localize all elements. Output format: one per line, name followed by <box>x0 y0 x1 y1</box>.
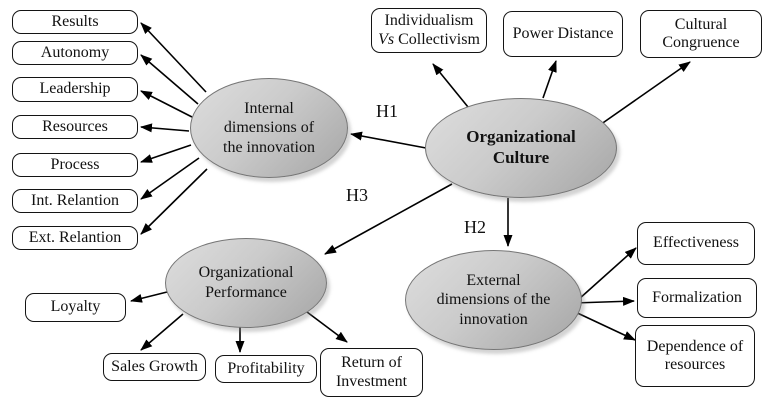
ellipse-performance-line1: Organizational <box>198 264 294 282</box>
arrow-internal-to-results <box>140 22 207 93</box>
box-cultural-congruence: Cultural Congruence <box>640 10 762 58</box>
ellipse-internal-line2: dimensions of <box>223 119 315 137</box>
box-sales-growth: Sales Growth <box>103 353 206 381</box>
box-int-relation: Int. Relantion <box>12 189 138 213</box>
box-dependence-of-resources: Dependence of resources <box>635 325 755 387</box>
box-effectiveness: Effectiveness <box>637 222 755 265</box>
box-dependence-line2: resources <box>664 356 726 373</box>
arrow-internal-to-ext-relation <box>140 168 208 235</box>
box-effectiveness-label: Effectiveness <box>653 234 739 252</box>
arrow-external-to-effectiveness <box>578 247 637 300</box>
box-process-label: Process <box>50 155 100 173</box>
ellipse-organizational-performance: Organizational Performance <box>165 238 327 328</box>
arrow-internal-to-resources <box>140 123 190 133</box>
box-resources: Resources <box>12 115 138 139</box>
box-leadership: Leadership <box>12 77 138 102</box>
arrow-internal-to-int-relation <box>140 157 200 200</box>
arrow-external-to-dependence <box>570 309 636 341</box>
box-profitability: Profitability <box>215 355 317 383</box>
arrow-performance-to-return <box>302 308 348 343</box>
box-return-line2: Investment <box>335 372 408 390</box>
arrow-culture-to-power-distance <box>542 60 557 99</box>
box-resources-label: Resources <box>42 117 108 135</box>
ellipse-external-dimensions: External dimensions of the innovation <box>405 250 582 350</box>
arrow-h3-culture-to-performance <box>324 183 453 255</box>
box-ext-relation: Ext. Relantion <box>12 226 138 250</box>
box-loyalty-label: Loyalty <box>50 298 101 316</box>
ellipse-external-line1: External <box>466 271 521 289</box>
ellipse-internal-line1: Internal <box>244 99 294 117</box>
label-h2: H2 <box>464 217 486 237</box>
ellipse-external-line2: dimensions of the <box>436 291 551 309</box>
arrow-culture-to-cultural-congruence <box>596 61 691 128</box>
arrow-performance-to-sales-growth <box>140 313 184 351</box>
box-results: Results <box>12 10 138 34</box>
box-dependence-line1: Dependence of <box>646 337 744 355</box>
box-formalization-label: Formalization <box>652 288 742 306</box>
ellipse-organizational-culture: Organizational Culture <box>425 98 617 198</box>
box-sales-growth-label: Sales Growth <box>111 357 198 375</box>
arrow-performance-to-loyalty <box>130 291 168 303</box>
box-autonomy: Autonomy <box>12 41 138 65</box>
box-ext-relation-label: Ext. Relantion <box>28 228 122 246</box>
label-h3: H3 <box>346 185 368 205</box>
ellipse-culture-line1: Organizational <box>466 127 576 147</box>
box-power-distance-label: Power Distance <box>512 24 614 42</box>
box-individualism-vs-collectivism: Individualism Vs Collectivism <box>371 8 487 53</box>
box-cultural-line2: Congruence <box>662 34 740 51</box>
arrow-internal-to-autonomy <box>140 54 199 105</box>
box-power-distance: Power Distance <box>503 11 623 57</box>
collectivism-text: Collectivism <box>398 30 480 48</box>
box-formalization: Formalization <box>637 278 757 318</box>
ellipse-external-line3: innovation <box>459 310 528 328</box>
ellipse-internal-dimensions: Internal dimensions of the innovation <box>190 78 348 178</box>
box-int-relation-label: Int. Relantion <box>31 191 119 209</box>
arrow-h1-culture-to-internal <box>350 131 427 149</box>
box-individualism-line2: Vs Collectivism <box>378 31 480 49</box>
vs-italic-text: Vs <box>378 30 395 48</box>
box-autonomy-label: Autonomy <box>40 43 110 61</box>
box-results-label: Results <box>51 12 99 30</box>
box-cultural-line1: Cultural <box>674 15 728 33</box>
box-loyalty: Loyalty <box>25 293 126 322</box>
box-return-of-investment: Return of Investment <box>320 348 423 397</box>
box-return-line1: Return of <box>341 354 402 372</box>
ellipse-culture-line2: Culture <box>492 148 550 167</box>
ellipse-internal-line3: the innovation <box>223 138 315 156</box>
box-leadership-label: Leadership <box>39 80 111 98</box>
ellipse-performance-line2: Performance <box>205 284 287 301</box>
arrow-culture-to-individualism <box>432 63 469 108</box>
arrow-internal-to-process <box>140 144 192 163</box>
arrow-internal-to-leadership <box>140 90 193 118</box>
box-profitability-label: Profitability <box>227 359 305 377</box>
box-process: Process <box>12 153 138 177</box>
box-individualism-line1: Individualism <box>384 12 474 30</box>
label-h1: H1 <box>376 101 398 121</box>
arrow-external-to-formalization <box>573 296 635 306</box>
